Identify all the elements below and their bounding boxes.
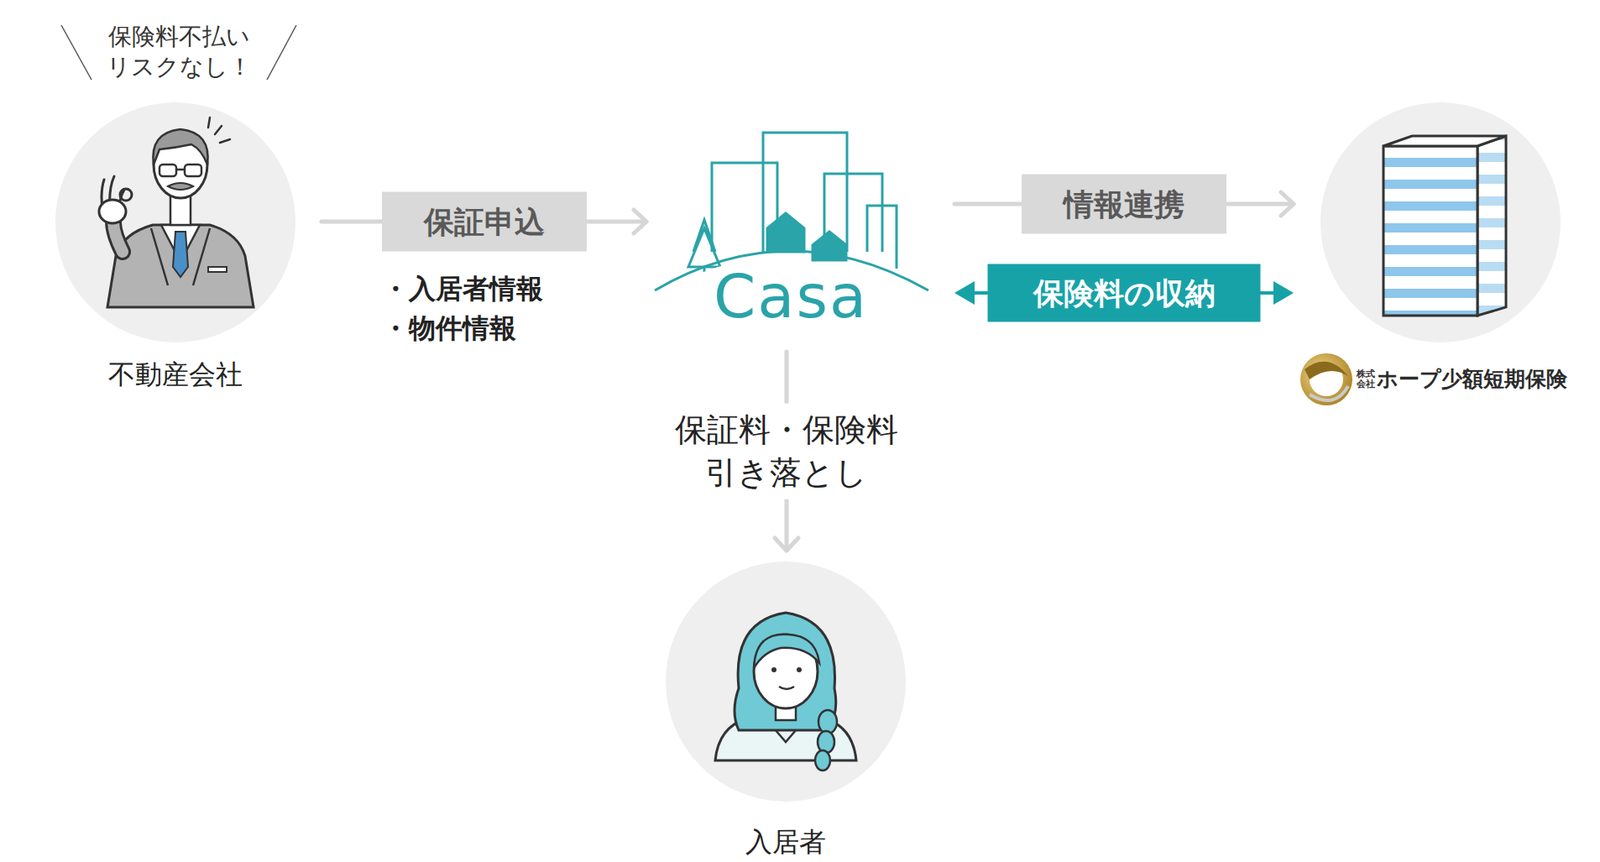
insurer-emblem — [1300, 353, 1353, 406]
insurer-circle: 株式会社ホープ少額短期保険 — [1320, 102, 1561, 343]
info-item: ・物件情報 — [381, 312, 517, 345]
edge-label: 保証申込 — [381, 192, 587, 252]
edge-label: 情報連携 — [1021, 174, 1227, 235]
company-prefix: 株式会社 — [1356, 369, 1376, 390]
businessman-illustration — [55, 102, 296, 343]
logo-text: Casa — [713, 260, 868, 333]
building-illustration — [1320, 102, 1561, 343]
edge-label: 保証料・保険料 引き落とし — [663, 402, 910, 500]
company-name: ホープ少額短期保険 — [1376, 366, 1568, 393]
info-item: ・入居者情報 — [381, 272, 544, 305]
casa-logo: Casa — [650, 125, 932, 328]
tenant-illustration — [665, 561, 906, 802]
company-circle: 不動産会社 — [55, 102, 296, 343]
node-label: 不動産会社 — [108, 358, 243, 391]
tenant-circle: 入居者 — [665, 561, 906, 802]
callout-text: 保険料不払い リスクなし！ — [103, 21, 254, 84]
node-label: 入居者 — [745, 826, 827, 858]
edge-label: 保険料の収納 — [988, 264, 1261, 323]
